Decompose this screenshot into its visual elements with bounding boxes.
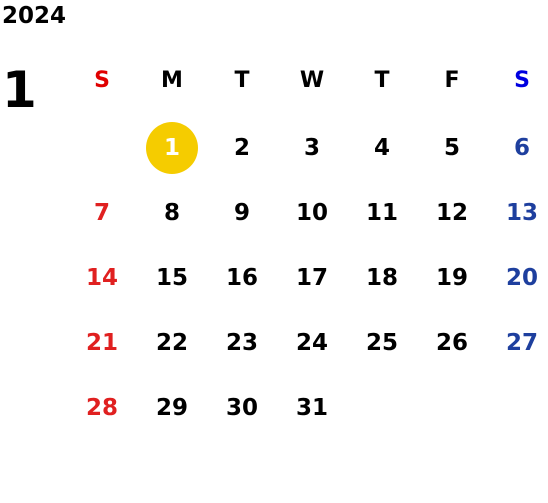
- week-row: 28 29 30 31: [67, 375, 548, 440]
- day-cell[interactable]: 13: [487, 180, 548, 245]
- day-cell[interactable]: 31: [277, 375, 347, 440]
- day-cell[interactable]: 25: [347, 310, 417, 375]
- day-cell[interactable]: 14: [67, 245, 137, 310]
- day-number: 23: [225, 329, 258, 356]
- day-cell[interactable]: 12: [417, 180, 487, 245]
- day-cell[interactable]: 30: [207, 375, 277, 440]
- week-row: 14 15 16 17 18 19 20: [67, 245, 548, 310]
- day-number: 11: [365, 199, 398, 226]
- weekday-tuesday: T: [234, 67, 250, 93]
- day-cell[interactable]: 19: [417, 245, 487, 310]
- week-row: 1 2 3 4 5 6: [67, 115, 548, 180]
- weekday-monday: M: [161, 67, 183, 93]
- day-cell[interactable]: 8: [137, 180, 207, 245]
- day-cell[interactable]: 21: [67, 310, 137, 375]
- day-cell[interactable]: 18: [347, 245, 417, 310]
- weekday-sunday: S: [94, 67, 110, 93]
- day-cell[interactable]: 6: [487, 115, 548, 180]
- day-number: 5: [443, 134, 460, 161]
- day-number: 19: [435, 264, 468, 291]
- day-number: 31: [295, 394, 328, 421]
- day-cell[interactable]: 23: [207, 310, 277, 375]
- day-cell[interactable]: 28: [67, 375, 137, 440]
- day-number: 20: [505, 264, 538, 291]
- empty-day-cell: [347, 375, 417, 440]
- day-number: 9: [233, 199, 250, 226]
- day-cell[interactable]: 10: [277, 180, 347, 245]
- weekday-friday: F: [444, 67, 460, 93]
- day-number: 15: [155, 264, 188, 291]
- day-cell[interactable]: 22: [137, 310, 207, 375]
- year-label: 2024: [2, 3, 67, 29]
- day-number: 29: [155, 394, 188, 421]
- day-number: 3: [303, 134, 320, 161]
- day-number: 26: [435, 329, 468, 356]
- day-number: 7: [93, 199, 110, 226]
- day-number: 18: [365, 264, 398, 291]
- weekday-header-row: S M T W T F S: [67, 45, 548, 115]
- day-cell[interactable]: 7: [67, 180, 137, 245]
- today-day-cell[interactable]: 1: [137, 115, 207, 180]
- week-row: 21 22 23 24 25 26 27: [67, 310, 548, 375]
- day-number: 24: [295, 329, 328, 356]
- day-cell[interactable]: 3: [277, 115, 347, 180]
- day-cell[interactable]: 15: [137, 245, 207, 310]
- day-number: 10: [295, 199, 328, 226]
- day-cell[interactable]: 24: [277, 310, 347, 375]
- day-number: 4: [373, 134, 390, 161]
- day-cell[interactable]: 9: [207, 180, 277, 245]
- day-number: 8: [163, 199, 180, 226]
- day-cell[interactable]: 4: [347, 115, 417, 180]
- day-cell[interactable]: 20: [487, 245, 548, 310]
- day-number: 22: [155, 329, 188, 356]
- day-number: 12: [435, 199, 468, 226]
- day-number: 13: [505, 199, 538, 226]
- day-number: 1: [163, 134, 180, 161]
- weekday-wednesday: W: [299, 67, 325, 93]
- day-number: 6: [513, 134, 530, 161]
- day-number: 17: [295, 264, 328, 291]
- day-cell[interactable]: 11: [347, 180, 417, 245]
- day-number: 16: [225, 264, 258, 291]
- day-cell[interactable]: 2: [207, 115, 277, 180]
- day-number: 14: [85, 264, 118, 291]
- day-number: 25: [365, 329, 398, 356]
- day-cell[interactable]: 29: [137, 375, 207, 440]
- empty-day-cell: [67, 115, 137, 180]
- empty-day-cell: [417, 375, 487, 440]
- day-number: 21: [85, 329, 118, 356]
- week-row: 7 8 9 10 11 12 13: [67, 180, 548, 245]
- day-cell[interactable]: 27: [487, 310, 548, 375]
- weekday-thursday: T: [374, 67, 390, 93]
- day-cell[interactable]: 17: [277, 245, 347, 310]
- day-cell[interactable]: 26: [417, 310, 487, 375]
- month-label: 1: [2, 61, 37, 119]
- empty-day-cell: [487, 375, 548, 440]
- day-number: 30: [225, 394, 258, 421]
- day-number: 27: [505, 329, 538, 356]
- day-number: 2: [233, 134, 250, 161]
- day-cell[interactable]: 16: [207, 245, 277, 310]
- day-number: 28: [85, 394, 118, 421]
- weekday-saturday: S: [514, 67, 530, 93]
- day-cell[interactable]: 5: [417, 115, 487, 180]
